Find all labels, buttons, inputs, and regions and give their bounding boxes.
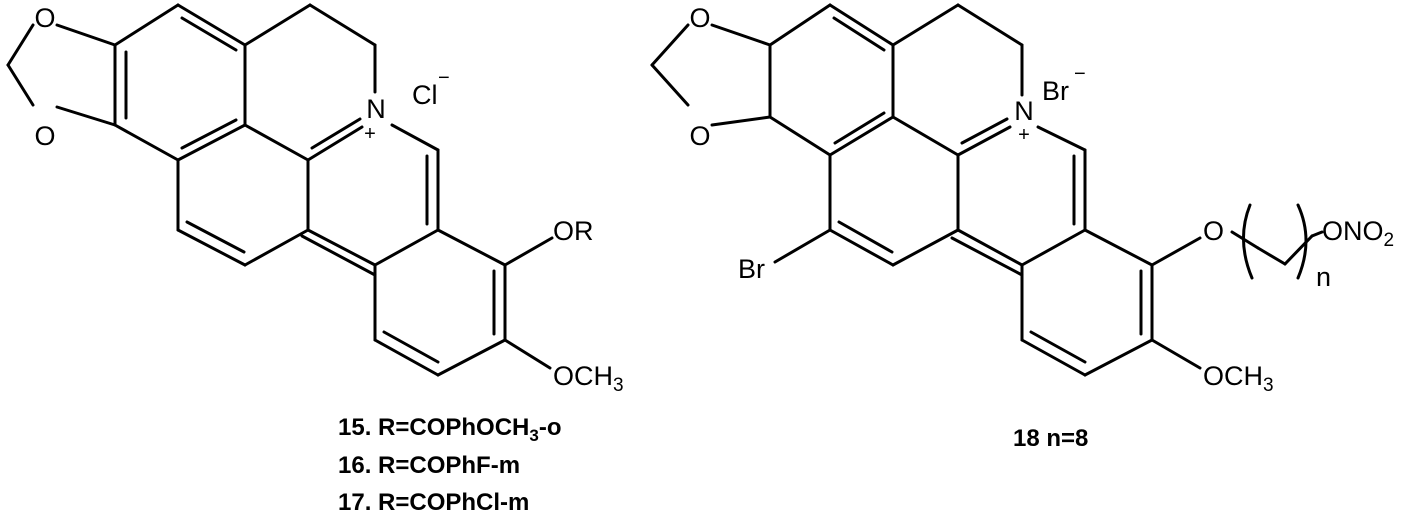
structure-right: O O N + Br − Br O n ONO2 OCH3 18 n=8 xyxy=(650,3,1394,452)
left-methoxy-group: OCH3 xyxy=(553,361,624,396)
left-oxygen-bottom: O xyxy=(34,121,55,151)
structure-left: O O N + Cl − OR OCH3 15. R=COPhOCH3-o 16… xyxy=(6,3,624,516)
caption-compound-17: 17. R=COPhCl-m xyxy=(338,489,529,516)
caption-compound-15: 15. R=COPhOCH3-o xyxy=(338,414,562,445)
left-captions: 15. R=COPhOCH3-o 16. R=COPhF-m 17. R=COP… xyxy=(338,414,562,516)
left-counterion-charge: − xyxy=(438,67,450,89)
left-oxygen-top: O xyxy=(34,3,55,33)
right-oxygen-bottom: O xyxy=(689,121,710,151)
left-counterion: Cl xyxy=(412,80,438,110)
right-oxygen-top: O xyxy=(689,3,710,33)
left-nitrogen-charge: + xyxy=(364,123,376,145)
right-nitrogen-charge: + xyxy=(1018,124,1030,146)
right-nitrate-group: ONO2 xyxy=(1322,216,1394,251)
structure-left-bonds xyxy=(6,3,554,377)
right-repeat-n: n xyxy=(1316,262,1331,292)
right-counterion-charge: − xyxy=(1074,63,1086,85)
caption-compound-18: 18 n=8 xyxy=(1013,425,1088,452)
right-nitrogen: N xyxy=(1014,96,1034,126)
right-ether-oxygen: O xyxy=(1203,216,1224,246)
structure-right-bonds xyxy=(650,3,1324,377)
right-methoxy-group: OCH3 xyxy=(1203,361,1274,396)
caption-compound-16: 16. R=COPhF-m xyxy=(338,452,520,479)
right-bromo-substituent: Br xyxy=(738,254,765,284)
left-or-group: OR xyxy=(553,216,594,246)
right-counterion: Br xyxy=(1042,76,1069,106)
left-nitrogen: N xyxy=(366,94,386,124)
